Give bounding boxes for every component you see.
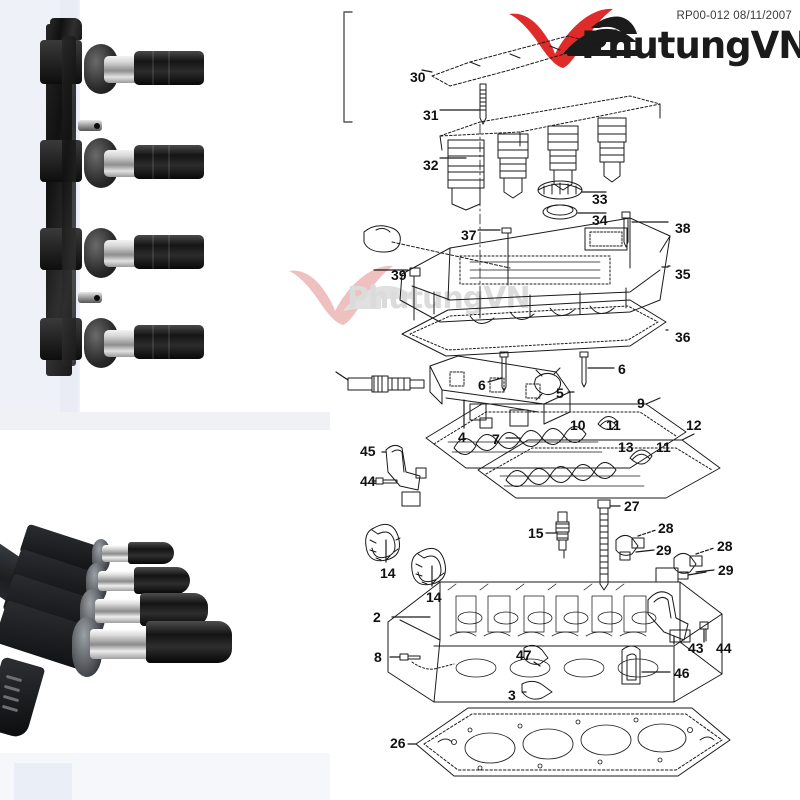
callout-11-b: 11 xyxy=(656,439,671,455)
coil-boot-3 xyxy=(134,235,204,269)
coil-terminal-nipple-1 xyxy=(78,120,102,131)
coil-shaft-a3 xyxy=(95,599,147,623)
callout-35: 35 xyxy=(675,266,691,282)
callout-14-a: 14 xyxy=(380,565,396,581)
callout-7: 7 xyxy=(492,431,500,447)
coil-boot-rib xyxy=(152,325,154,359)
callout-45: 45 xyxy=(360,443,376,459)
watermark-mark xyxy=(289,265,415,325)
callout-26: 26 xyxy=(390,735,406,751)
coil-boot-rib xyxy=(152,145,154,179)
logo-mark xyxy=(509,8,639,68)
diagram-linework xyxy=(335,11,731,777)
callout-29-a: 29 xyxy=(656,542,672,558)
callout-29-b: 29 xyxy=(718,562,734,578)
callout-28-a: 28 xyxy=(658,520,674,536)
ignition-coil-rail-front-photo xyxy=(0,0,330,430)
callout-10: 10 xyxy=(570,417,586,433)
callout-28-b: 28 xyxy=(717,538,733,554)
coil-boot-a3 xyxy=(140,593,208,626)
coil-boot-rib xyxy=(152,235,154,269)
coil-boot-4 xyxy=(134,325,204,359)
phutungvn-logo: PhutungVN xyxy=(505,8,800,70)
callout-46: 46 xyxy=(674,665,690,681)
callout-6-right: 6 xyxy=(618,361,626,377)
watermark-text: PhutungVN xyxy=(347,281,531,316)
ignition-coil-rail-angled-photo xyxy=(0,505,330,800)
callout-47: 47 xyxy=(516,647,532,663)
callout-27: 27 xyxy=(624,498,640,514)
coil-boot-rib xyxy=(152,51,154,85)
coil-boot-rib xyxy=(168,51,170,85)
callout-36: 36 xyxy=(675,329,691,345)
callout-31: 31 xyxy=(423,107,439,123)
coil-rail-rib xyxy=(62,36,76,366)
callout-2: 2 xyxy=(373,609,381,625)
coil-terminal-hole-1 xyxy=(94,123,100,129)
coil-boot-a4 xyxy=(146,621,232,663)
callout-14-b: 14 xyxy=(426,589,442,605)
logo-wordmark: PhutungVN xyxy=(581,24,800,67)
watermark: PhutungVN xyxy=(285,265,535,335)
callout-39: 39 xyxy=(391,267,407,283)
photo-corner-panel xyxy=(14,763,72,800)
callout-34: 34 xyxy=(592,212,608,228)
coil-terminal-nipple-2 xyxy=(78,292,102,303)
coil-boot-a1 xyxy=(128,542,174,564)
coil-boot-2 xyxy=(134,145,204,179)
coil-boot-rib xyxy=(168,145,170,179)
callout-5: 5 xyxy=(556,385,564,401)
coil-boot-a2 xyxy=(134,567,190,594)
callout-38: 38 xyxy=(675,220,691,236)
coil-boot-1 xyxy=(134,51,204,85)
coil-shaft-a2 xyxy=(98,571,142,591)
callout-6-left: 6 xyxy=(478,377,486,393)
callout-44-left: 44 xyxy=(360,473,376,489)
callout-12: 12 xyxy=(686,417,702,433)
callout-3: 3 xyxy=(508,687,516,703)
callout-32: 32 xyxy=(423,157,439,173)
coil-rail-connector-top xyxy=(50,18,82,40)
coil-boot-rib xyxy=(168,325,170,359)
coil-boot-rib xyxy=(168,235,170,269)
coil-terminal-hole-2 xyxy=(94,295,100,301)
part-reference-text: RP00-012 08/11/2007 xyxy=(676,10,792,22)
callout-8: 8 xyxy=(374,649,382,665)
callout-43: 43 xyxy=(688,640,704,656)
cylinder-head-exploded-diagram: RP00-012 08/11/2007 PhutungVN PhutungVN xyxy=(289,0,800,800)
callout-9: 9 xyxy=(637,395,645,411)
coil-shaft-a4 xyxy=(90,629,154,659)
callout-44-right: 44 xyxy=(716,640,732,656)
callout-37: 37 xyxy=(461,227,477,243)
callout-33: 33 xyxy=(592,191,608,207)
callout-15: 15 xyxy=(528,525,544,541)
callout-13: 13 xyxy=(618,439,634,455)
callout-30: 30 xyxy=(410,69,426,85)
callout-4: 4 xyxy=(458,429,466,445)
photo-floor xyxy=(0,412,330,430)
callout-11-a: 11 xyxy=(606,417,621,433)
